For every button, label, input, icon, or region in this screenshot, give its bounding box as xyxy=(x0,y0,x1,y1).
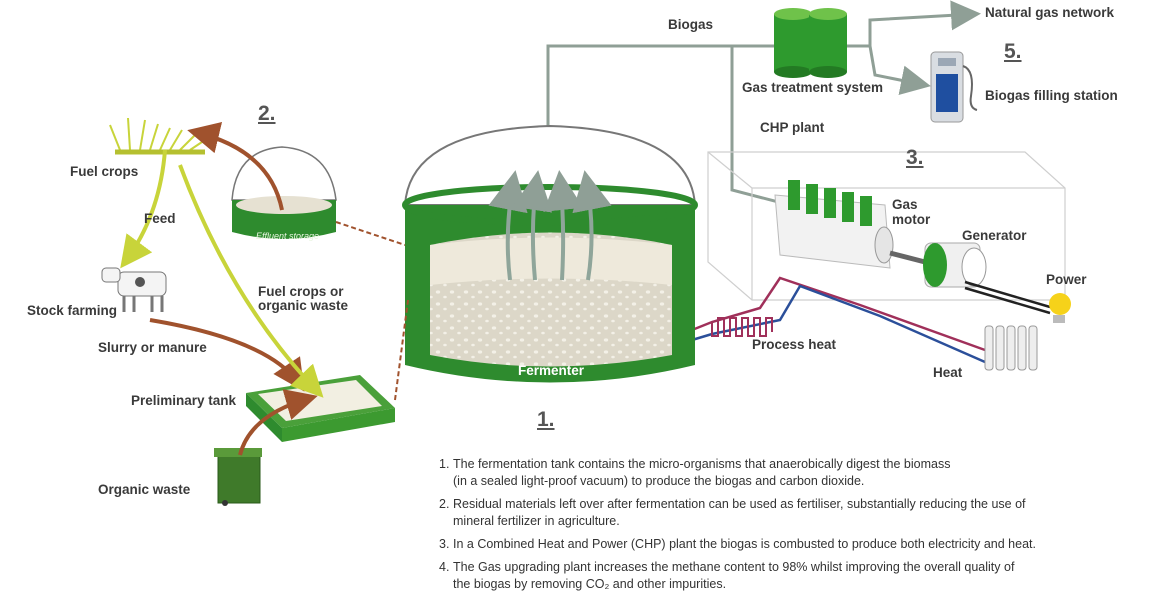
step-number-1: 1. xyxy=(537,408,555,431)
generator-label: Generator xyxy=(962,228,1027,243)
fermenter-graphic xyxy=(402,124,698,383)
gas-motor-label-line2: motor xyxy=(892,212,931,227)
note-item: 3. In a Combined Heat and Power (CHP) pl… xyxy=(439,536,1079,553)
chp-plant-label: CHP plant xyxy=(760,120,825,135)
process-heat-label: Process heat xyxy=(752,337,837,352)
process-heat-coil xyxy=(711,317,773,337)
light-bulb-icon xyxy=(1049,293,1071,323)
notes-list: 1. The fermentation tank contains the mi… xyxy=(439,456,1079,599)
biogas-filling-station-label: Biogas filling station xyxy=(985,88,1118,103)
cow-icon xyxy=(101,267,167,312)
flow-arrows xyxy=(120,122,324,456)
note-line: Residual materials left over after ferme… xyxy=(453,497,1026,511)
biogas-label: Biogas xyxy=(668,17,714,32)
feed-label: Feed xyxy=(144,211,176,226)
note-number: 2. xyxy=(439,497,450,511)
gas-motor-graphic xyxy=(774,180,894,269)
gas-treatment-system-label: Gas treatment system xyxy=(742,80,884,95)
effluent-storage-graphic xyxy=(231,146,337,239)
preliminary-tank-graphic xyxy=(246,375,395,442)
note-item: 4. The Gas upgrading plant increases the… xyxy=(439,559,1079,593)
fuel-crops-label: Fuel crops xyxy=(70,164,139,179)
fuel-crops-or-label-line2: organic waste xyxy=(258,298,349,313)
note-item: 1. The fermentation tank contains the mi… xyxy=(439,456,1079,490)
note-number: 3. xyxy=(439,537,450,551)
note-line: The Gas upgrading plant increases the me… xyxy=(453,560,1015,574)
natural-gas-network-label: Natural gas network xyxy=(985,5,1115,20)
note-line: The fermentation tank contains the micro… xyxy=(453,457,951,471)
biogas-pipe xyxy=(546,0,981,207)
heat-pipes xyxy=(691,276,986,364)
note-line: mineral fertilizer in agriculture. xyxy=(453,514,620,528)
note-item: 2. Residual materials left over after fe… xyxy=(439,496,1079,530)
step-number-5: 5. xyxy=(1004,40,1022,63)
gas-motor-label-line1: Gas xyxy=(892,197,918,212)
waste-bin-icon xyxy=(214,448,262,506)
heat-label: Heat xyxy=(933,365,963,380)
note-number: 4. xyxy=(439,560,450,574)
note-line: the biogas by removing CO₂ and other imp… xyxy=(453,577,727,591)
effluent-pipe xyxy=(335,221,406,246)
power-cables xyxy=(964,280,1051,315)
power-label: Power xyxy=(1046,272,1087,287)
fermenter-label: Fermenter xyxy=(518,363,585,378)
note-line: In a Combined Heat and Power (CHP) plant… xyxy=(453,537,1036,551)
radiator-icon xyxy=(984,325,1038,371)
fuel-crops-icon xyxy=(109,117,206,155)
step-number-3: 3. xyxy=(906,146,924,169)
fuel-crops-or-label-line1: Fuel crops or xyxy=(258,284,344,299)
stock-farming-label: Stock farming xyxy=(27,303,118,318)
gas-treatment-system-graphic xyxy=(774,8,847,78)
slurry-or-manure-label: Slurry or manure xyxy=(98,340,207,355)
feed-pipe xyxy=(394,299,409,401)
step-number-2: 2. xyxy=(258,102,276,125)
filling-station-icon xyxy=(930,51,978,123)
note-number: 1. xyxy=(439,457,450,471)
effluent-storage-label: Effluent storage xyxy=(256,231,320,241)
organic-waste-label: Organic waste xyxy=(98,482,191,497)
note-line: (in a sealed light-proof vacuum) to prod… xyxy=(453,474,865,488)
preliminary-tank-label: Preliminary tank xyxy=(131,393,237,408)
generator-graphic xyxy=(889,242,987,288)
